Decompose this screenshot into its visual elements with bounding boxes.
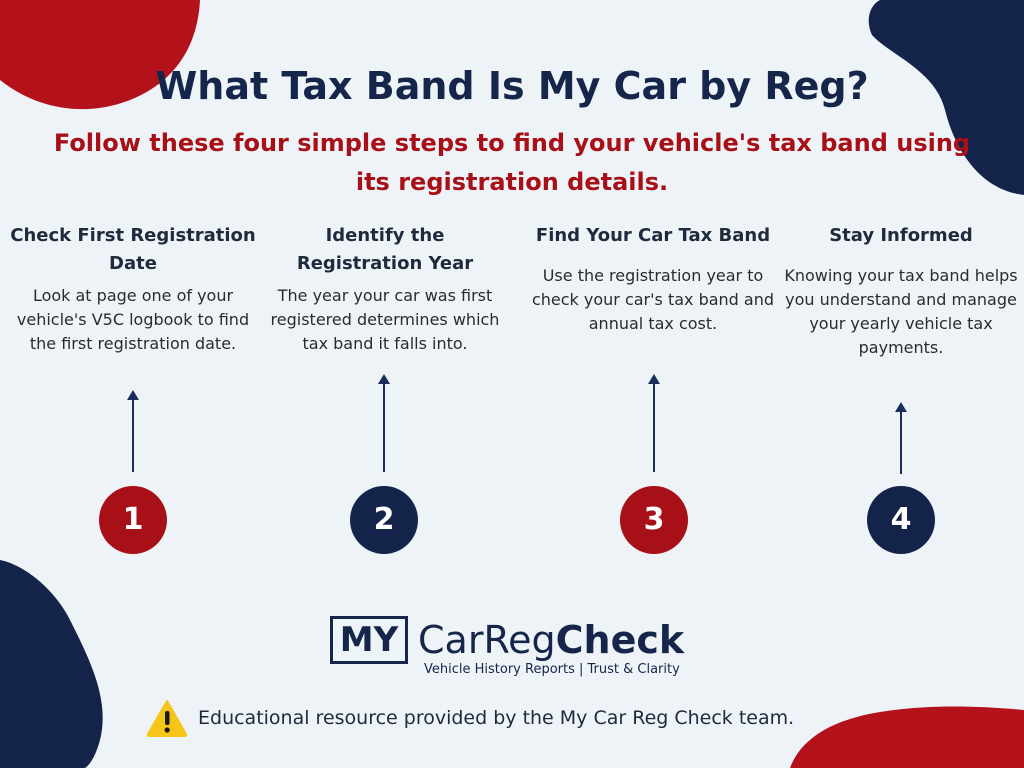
step-3-arrow-icon: [648, 374, 660, 472]
logo-wordmark: CarRegCheck: [418, 614, 684, 666]
step-2-arrow-icon: [378, 374, 390, 472]
step-3: Find Your Car Tax Band Use the registrat…: [528, 222, 778, 336]
step-1-title: Check First Registration Date: [10, 225, 256, 274]
step-2-title: Identify the Registration Year: [296, 225, 474, 274]
step-4-arrow-icon: [895, 402, 907, 474]
step-2-description: The year your car was first registered d…: [270, 286, 500, 353]
step-2: Identify the Registration Year The year …: [260, 222, 510, 356]
step-4: Stay Informed Knowing your tax band help…: [776, 222, 1024, 360]
step-1-description: Look at page one of your vehicle's V5C l…: [16, 286, 250, 353]
step-1-number-badge: 1: [99, 486, 167, 554]
step-4-number-badge: 4: [867, 486, 935, 554]
step-4-title: Stay Informed: [829, 225, 973, 246]
footer-note: Educational resource provided by the My …: [146, 696, 794, 740]
bottom-left-navy-blob: [0, 560, 103, 768]
step-3-title: Find Your Car Tax Band: [535, 225, 771, 246]
step-3-number-badge: 3: [620, 486, 688, 554]
step-1-arrow-icon: [127, 390, 139, 472]
top-right-navy-blob: [868, 0, 1024, 195]
logo-tagline: Vehicle History Reports | Trust & Clarit…: [424, 662, 680, 677]
logo-word-bold: Check: [555, 618, 685, 662]
top-left-red-blob: [0, 0, 200, 110]
brand-logo: MY CarRegCheck Vehicle History Reports |…: [330, 614, 700, 684]
step-1: Check First Registration Date Look at pa…: [8, 222, 258, 356]
warning-icon: [146, 700, 188, 737]
step-3-description: Use the registration year to check your …: [531, 266, 775, 333]
footer-text: Educational resource provided by the My …: [198, 707, 795, 729]
logo-box: MY: [330, 616, 408, 664]
step-4-description: Knowing your tax band helps you understa…: [784, 266, 1018, 357]
bottom-right-red-blob: [790, 706, 1024, 768]
page-title: What Tax Band Is My Car by Reg?: [155, 64, 869, 108]
logo-word-regular: CarReg: [418, 618, 556, 662]
step-2-number-badge: 2: [350, 486, 418, 554]
page-subtitle: Follow these four simple steps to find y…: [53, 129, 971, 196]
